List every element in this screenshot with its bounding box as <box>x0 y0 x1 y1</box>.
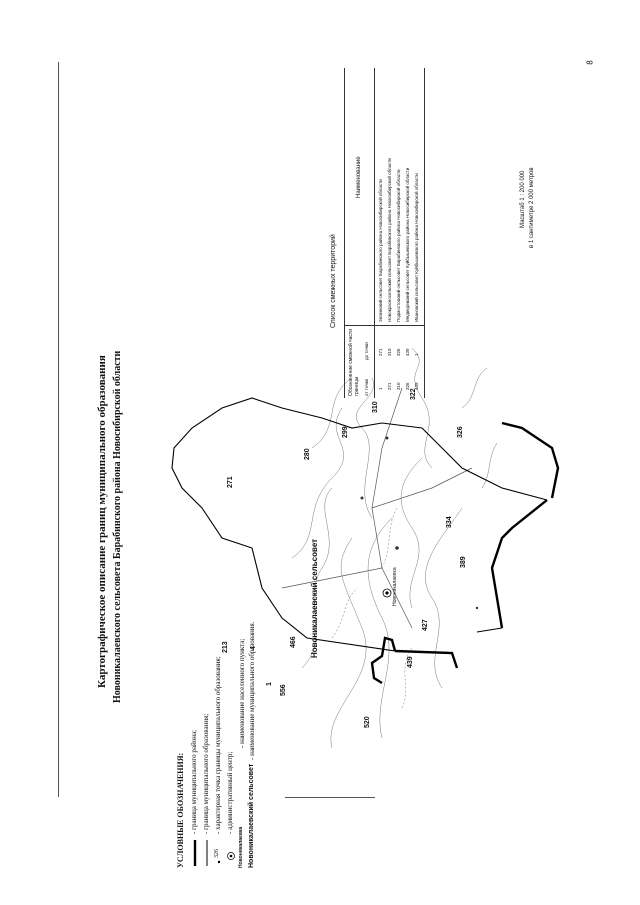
legend-municipality-sample: Новоникалаевский сельсовет <box>248 763 255 868</box>
district-boundary <box>370 421 560 685</box>
point-label: 280 <box>304 448 311 460</box>
table-col-rule <box>344 325 424 326</box>
top-frame-line <box>58 62 59 797</box>
adjacent-title: Список смежных территорий <box>330 234 337 328</box>
table-header-rule <box>374 68 375 398</box>
row-to: 310 <box>387 348 392 356</box>
col-segment-header: Обозначение смежной части границы <box>348 328 360 396</box>
legend-settlement-sample: Новоникалаевка <box>238 826 244 868</box>
col-to-header: до точки <box>364 342 369 360</box>
admin-center-label: Новоникалаевка <box>392 567 398 606</box>
row-to: 271 <box>378 348 383 356</box>
terrain-lines <box>291 347 498 749</box>
point-label: 389 <box>460 556 467 568</box>
legend-municipal-boundary: - граница муниципального образования; <box>202 713 210 834</box>
scale-line1: Масштаб 1 : 200 000 <box>520 170 526 228</box>
admin-center-symbol-icon <box>227 852 235 860</box>
rotated-map-content: Картографическое описание границ муницип… <box>82 68 602 868</box>
point-label: 299 <box>342 426 349 438</box>
row-from: 326 <box>405 382 410 390</box>
legend-symbols <box>193 840 235 866</box>
point-label: 427 <box>422 619 429 631</box>
bottom-frame-line <box>285 797 375 798</box>
legend-municipality: - наименование муниципального образовани… <box>248 621 256 760</box>
point-label: 1 <box>266 682 273 686</box>
point-label: 213 <box>222 641 229 653</box>
row-name: Подмостовский сельсовет Барабинского рай… <box>396 169 401 322</box>
row-from: 1 <box>378 387 383 390</box>
point-label: 326 <box>457 426 464 438</box>
legend-heading: УСЛОВНЫЕ ОБОЗНАЧЕНИЯ: <box>176 752 185 868</box>
legend-settlement: - наименование населенного пункта; <box>238 638 246 748</box>
map-drawing <box>171 347 560 749</box>
point-label: 310 <box>372 401 379 413</box>
admin-center-icon <box>382 588 392 598</box>
district-label: Новоникалаевский сельсовет <box>310 538 319 658</box>
scale-line2: в 1 сантиметре 2 000 метров <box>529 167 535 248</box>
col-from-header: от точки <box>364 379 369 396</box>
row-name: Ивановский сельсовет Куйбышевского район… <box>414 173 419 322</box>
point-label: 520 <box>364 716 371 728</box>
legend-district-boundary: - граница муниципального района; <box>190 729 198 834</box>
point-label: 271 <box>227 476 234 488</box>
point-symbol <box>217 860 221 864</box>
row-to: 326 <box>396 348 401 356</box>
col-name-header: Наименование <box>356 156 362 198</box>
point-label: 466 <box>290 636 297 648</box>
row-name: Зюзинский сельсовет Барабинского района … <box>378 179 383 322</box>
settlement-marks <box>360 436 479 610</box>
point-label: 334 <box>446 516 453 528</box>
adjacent-table: Обозначение смежной части границы от точ… <box>344 68 425 398</box>
point-label: 556 <box>280 684 287 696</box>
municipal-boundary <box>171 397 548 652</box>
legend-point: - характерная точка границы муниципально… <box>214 656 222 834</box>
roads <box>281 387 473 629</box>
row-to: 439 <box>405 348 410 356</box>
map-sheet <box>58 0 610 905</box>
legend-point-number: 326 <box>214 849 220 858</box>
row-name: Медведевский сельсовет Куйбышевского рай… <box>405 167 410 322</box>
point-label: 439 <box>407 656 414 668</box>
row-from: 439 <box>414 382 419 390</box>
row-from: 271 <box>387 382 392 390</box>
row-name: Новокрасносельский сельсовет Барабинског… <box>387 158 392 322</box>
table-bottom-rule <box>424 68 425 398</box>
legend-admin-center: - административный центр; <box>226 751 234 834</box>
row-from: 310 <box>396 382 401 390</box>
table-top-rule <box>344 68 345 398</box>
row-to: 1 <box>414 353 419 356</box>
page-number: 8 <box>585 60 595 65</box>
